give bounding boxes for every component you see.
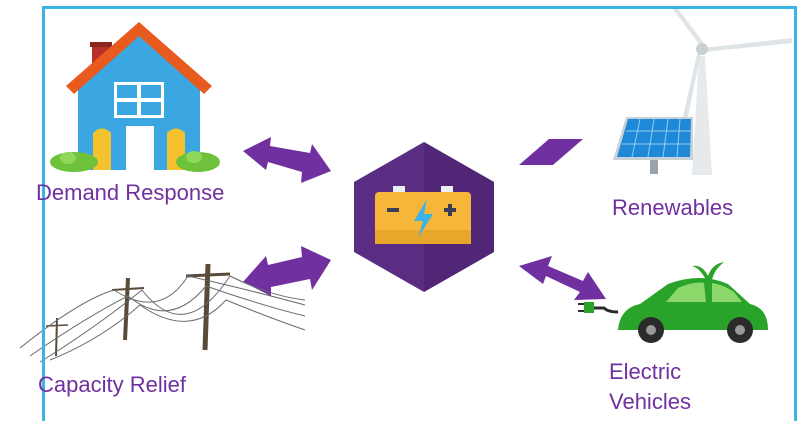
demand-response-label: Demand Response <box>36 180 224 206</box>
renewables-label: Renewables <box>612 195 733 221</box>
electric-vehicles-label-line1: Electric <box>609 359 681 385</box>
electric-vehicles-label-line2: Vehicles <box>609 389 691 415</box>
capacity-relief-label: Capacity Relief <box>38 372 186 398</box>
